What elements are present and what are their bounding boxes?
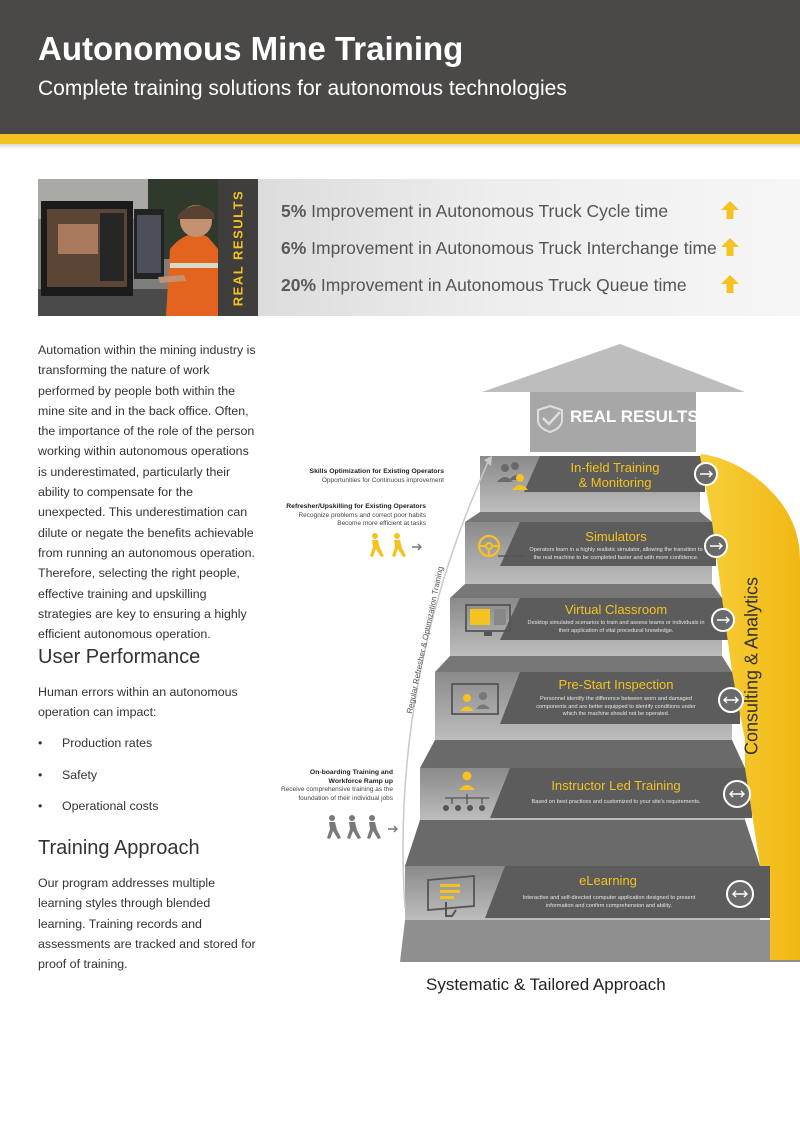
user-performance-text: Human errors within an autonomous operat…: [38, 685, 238, 720]
results-panel: [258, 179, 800, 316]
up-arrow-icon: [721, 275, 739, 293]
consulting-band: [700, 454, 800, 960]
step-title: Pre-Start Inspection: [558, 677, 674, 692]
intro-paragraph: Automation within the mining industry is…: [38, 343, 256, 642]
result-item: 5% Improvement in Autonomous Truck Cycle…: [281, 201, 669, 221]
user-performance-heading: User Performance: [38, 646, 201, 668]
note-refresher-upskilling: Refresher/Upskilling for Existing Operat…: [286, 503, 426, 527]
bullet-item: •Safety: [38, 768, 98, 782]
training-approach-text: Our program addresses multiple learning …: [38, 876, 256, 972]
real-results-band: [218, 179, 258, 316]
check-shield-icon: [537, 404, 563, 434]
infographic-caption: Systematic & Tailored Approach: [426, 975, 666, 994]
monitor-icon: [465, 604, 511, 636]
training-approach-heading: Training Approach: [38, 837, 200, 859]
step-description: Based on best practices and customized t…: [531, 799, 701, 805]
steering-wheel-icon: [477, 534, 525, 558]
note-skills-optimization: Skills Optimization for Existing Operato…: [309, 468, 444, 484]
up-arrow-icon: [721, 238, 739, 256]
step-title: Simulators: [585, 529, 647, 544]
bullet-item: •Production rates: [38, 736, 153, 750]
step-description: Interactive and self-directed computer a…: [522, 895, 696, 909]
operator-photo: [38, 179, 218, 316]
people-icon: [497, 462, 528, 490]
consulting-label: Consulting & Analytics: [741, 576, 762, 756]
instructor-icon: [443, 771, 489, 811]
walking-people-icon: [327, 815, 381, 839]
up-arrow-icon: [721, 201, 739, 219]
step-description: Desktop simulated scenarios to train and…: [527, 620, 705, 634]
page-subtitle: Complete training solutions for autonomo…: [38, 77, 567, 100]
step-title: eLearning: [579, 873, 637, 888]
step-title: In-field Training& Monitoring: [570, 460, 660, 490]
header-bar: [0, 0, 800, 134]
step-description: Personnel identify the difference betwee…: [536, 696, 696, 717]
step-title: Instructor Led Training: [551, 778, 681, 793]
walking-people-icon: [370, 533, 406, 557]
inspection-icon: [451, 683, 499, 715]
header-accent-stripe: [0, 134, 800, 144]
page-title: Autonomous Mine Training: [38, 30, 464, 67]
result-item: 20% Improvement in Autonomous Truck Queu…: [281, 275, 687, 295]
result-item: 6% Improvement in Autonomous Truck Inter…: [281, 238, 717, 258]
arrow-real-results-label: REAL RESULTS: [570, 407, 699, 426]
refresher-label: Regular Refresher & Optimization Trainin…: [404, 565, 446, 715]
header-shadow: [0, 144, 800, 149]
tablet-icon: [427, 875, 475, 917]
bullet-item: •Operational costs: [38, 799, 159, 813]
step-description: Operators learn in a highly realistic si…: [529, 547, 703, 561]
refresher-curve: [402, 461, 489, 909]
step-title: Virtual Classroom: [564, 602, 668, 617]
